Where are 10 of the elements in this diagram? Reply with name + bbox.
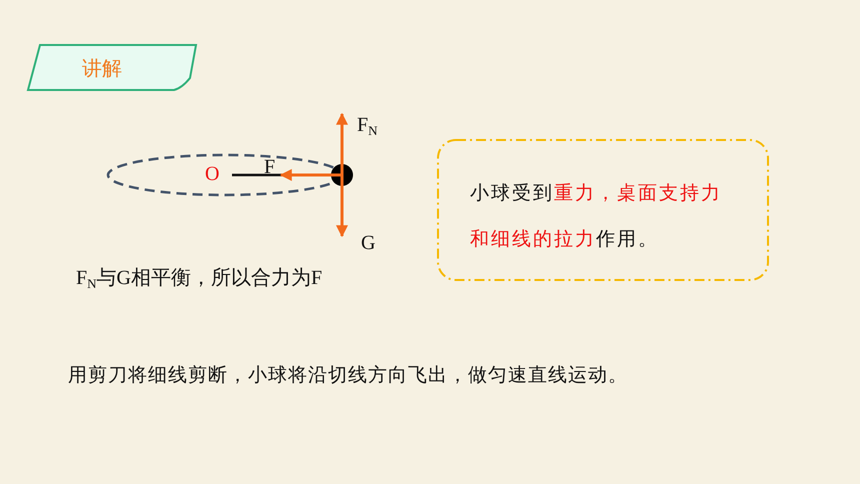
force-label: G bbox=[361, 232, 376, 255]
point-label: O bbox=[205, 163, 220, 186]
note-text: 小球受到重力，桌面支持力和细线的拉力作用。 bbox=[470, 181, 723, 252]
tab-label: 讲解 bbox=[82, 55, 122, 82]
force-label: F bbox=[264, 156, 276, 179]
section-tab bbox=[27, 44, 197, 91]
note-text: 用剪刀将细线剪断，小球将沿切线方向飞出，做匀速直线运动。 bbox=[68, 363, 628, 388]
note-text: F$_{N}$与G相平衡，所以合力为F bbox=[76, 266, 322, 292]
force-label: F$_{N}$ bbox=[357, 114, 378, 139]
note-box bbox=[437, 139, 769, 281]
